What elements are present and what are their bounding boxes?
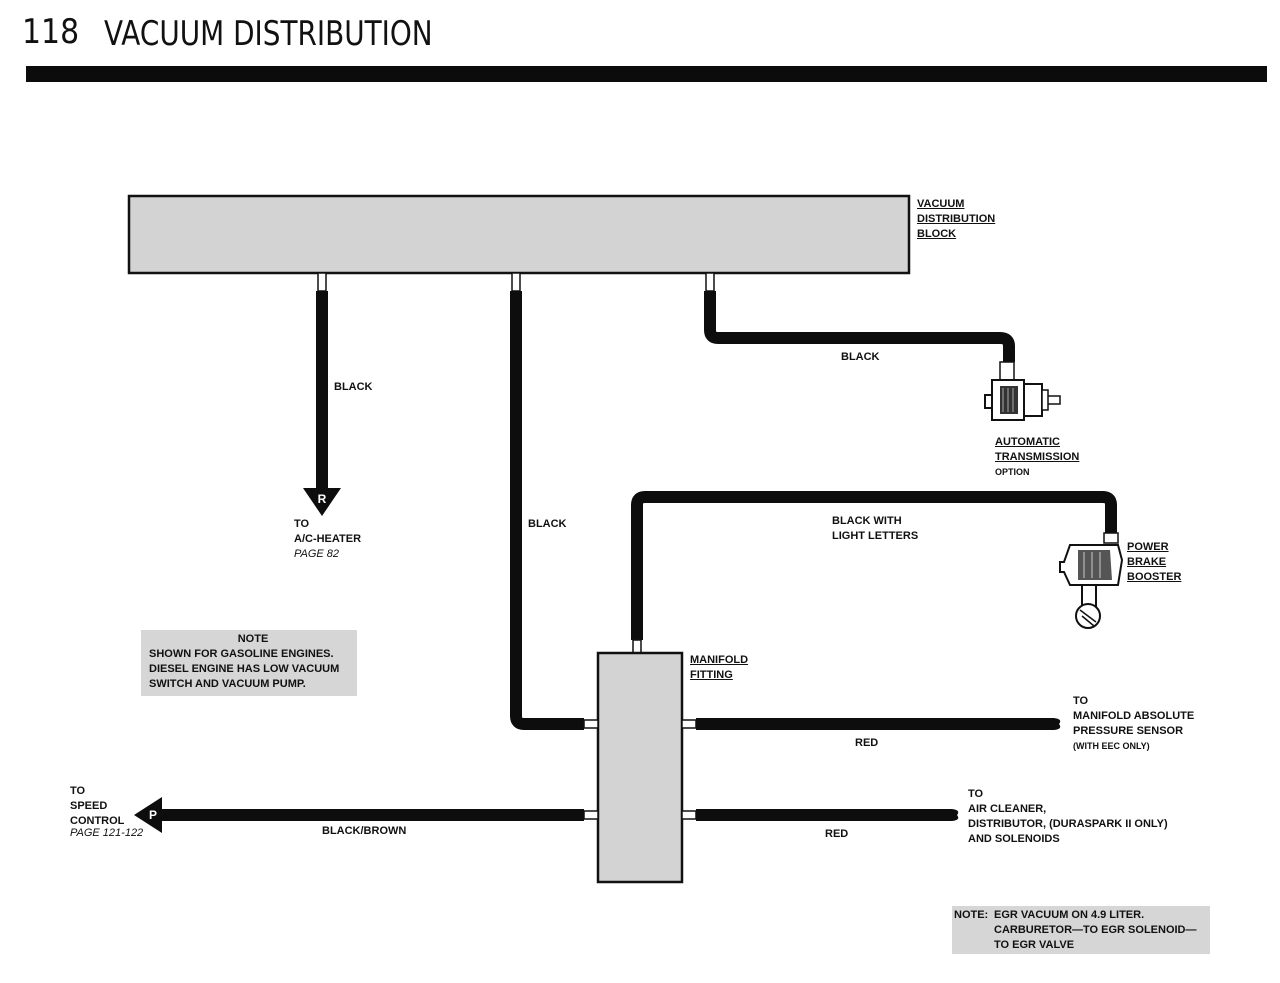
- speed-control-destination: TO SPEED CONTROL PAGE 121-122: [70, 784, 143, 841]
- label-line: TO: [1073, 695, 1089, 707]
- map-sensor-note: (WITH EEC ONLY): [1073, 741, 1150, 751]
- distribution-block: [127, 194, 911, 275]
- label-line: LIGHT LETTERS: [832, 530, 919, 542]
- connector-p-arrow: [134, 797, 162, 833]
- manifold-nipple-left-lower: [583, 810, 599, 820]
- label-line: BLACK WITH: [832, 515, 902, 527]
- manifold-nipple-left-upper: [583, 719, 599, 729]
- label-line: TO: [968, 788, 984, 800]
- label-line: SPEED: [70, 800, 108, 812]
- label-line: AUTOMATIC: [995, 436, 1060, 448]
- page-number: 118: [22, 12, 80, 52]
- label-line: AIR CLEANER,: [968, 803, 1047, 815]
- auto-trans-option: OPTION: [995, 467, 1030, 477]
- air-cleaner-destination: TO AIR CLEANER, DISTRIBUTOR, (DURASPARK …: [968, 787, 1168, 847]
- note-line: SHOWN FOR GASOLINE ENGINES.: [149, 648, 334, 660]
- hose-to-manifold: [510, 291, 584, 730]
- label-line: CONTROL: [70, 815, 125, 827]
- label-line: BRAKE: [1127, 556, 1167, 568]
- manifold-fitting-label: MANIFOLD FITTING: [690, 653, 748, 683]
- auto-trans-modulator: [984, 361, 1061, 421]
- note-heading: NOTE: [237, 633, 269, 645]
- hose-label-ac-heater: BLACK: [334, 381, 373, 393]
- ac-heater-page-ref: PAGE 82: [294, 548, 340, 560]
- hose-air-cleaner-end: [952, 809, 959, 821]
- label-line: POWER: [1127, 541, 1169, 553]
- connector-r-letter: R: [318, 492, 327, 506]
- manifold-nipple-right-lower: [681, 810, 697, 820]
- label-line: TO: [70, 785, 86, 797]
- hose-label-manifold: BLACK: [528, 518, 567, 530]
- label-line: MANIFOLD: [690, 654, 749, 666]
- speed-control-page-ref: PAGE 121-122: [70, 827, 144, 839]
- hose-label-auto-trans: BLACK: [841, 351, 880, 363]
- label-line: A/C-HEATER: [294, 533, 362, 545]
- map-sensor-destination: TO MANIFOLD ABSOLUTE PRESSURE SENSOR (WI…: [1073, 694, 1194, 754]
- label-line: TO: [294, 518, 310, 530]
- note-line: TO EGR VALVE: [994, 939, 1075, 951]
- manifold-fitting-nipple-top: [632, 639, 642, 654]
- label-line: BLOCK: [917, 228, 957, 240]
- header-rule: [26, 66, 1267, 82]
- hose-brake-booster: [631, 491, 1117, 640]
- note-line: DIESEL ENGINE HAS LOW VACUUM: [149, 663, 340, 675]
- note-line: SWITCH AND VACUUM PUMP.: [149, 678, 306, 690]
- egr-note-label: NOTE:: [954, 909, 989, 921]
- note-line: EGR VACUUM ON 4.9 LITER.: [994, 909, 1145, 921]
- page-header: 118 VACUUM DISTRIBUTION: [0, 0, 1280, 95]
- brake-booster-label: POWER BRAKE BOOSTER: [1127, 540, 1181, 585]
- label-line: DISTRIBUTOR, (DURASPARK II ONLY): [968, 818, 1168, 830]
- label-line: FITTING: [690, 669, 733, 681]
- egr-note: NOTE: EGR VACUUM ON 4.9 LITER. CARBURETO…: [952, 906, 1210, 954]
- label-line: AND SOLENOIDS: [968, 833, 1060, 845]
- hose-label-speed-control: BLACK/BROWN: [322, 825, 407, 837]
- connector-r-arrow: [303, 488, 341, 516]
- brake-booster: [1059, 532, 1124, 629]
- block-nipple-2: [511, 272, 521, 292]
- gasoline-engine-note: NOTE SHOWN FOR GASOLINE ENGINES. DIESEL …: [141, 630, 357, 696]
- note-line: CARBURETOR—TO EGR SOLENOID—: [994, 924, 1197, 936]
- label-line: BOOSTER: [1127, 571, 1182, 583]
- hose-label-brake-booster: BLACK WITH LIGHT LETTERS: [832, 514, 918, 544]
- label-line: PRESSURE SENSOR: [1073, 725, 1184, 737]
- distribution-block-label: VACUUM DISTRIBUTION BLOCK: [917, 197, 995, 242]
- hose-auto-trans: [704, 291, 1015, 362]
- manifold-nipple-right-upper: [681, 719, 697, 729]
- hose-label-air-cleaner: RED: [825, 828, 849, 840]
- manifold-fitting: [596, 651, 684, 884]
- label-line: DISTRIBUTION: [917, 213, 996, 225]
- page-title: VACUUM DISTRIBUTION: [104, 14, 433, 54]
- ac-heater-destination: TO A/C-HEATER PAGE 82: [294, 517, 361, 562]
- hose-map-sensor-end: [1054, 718, 1061, 730]
- label-line: TRANSMISSION: [995, 451, 1080, 463]
- block-nipple-1: [317, 272, 327, 292]
- auto-trans-label: AUTOMATIC TRANSMISSION OPTION: [995, 435, 1079, 480]
- label-line: VACUUM: [917, 198, 965, 210]
- connector-p-letter: P: [149, 808, 157, 822]
- label-line: MANIFOLD ABSOLUTE: [1073, 710, 1195, 722]
- block-nipple-3: [705, 272, 715, 292]
- hose-label-map-sensor: RED: [855, 737, 879, 749]
